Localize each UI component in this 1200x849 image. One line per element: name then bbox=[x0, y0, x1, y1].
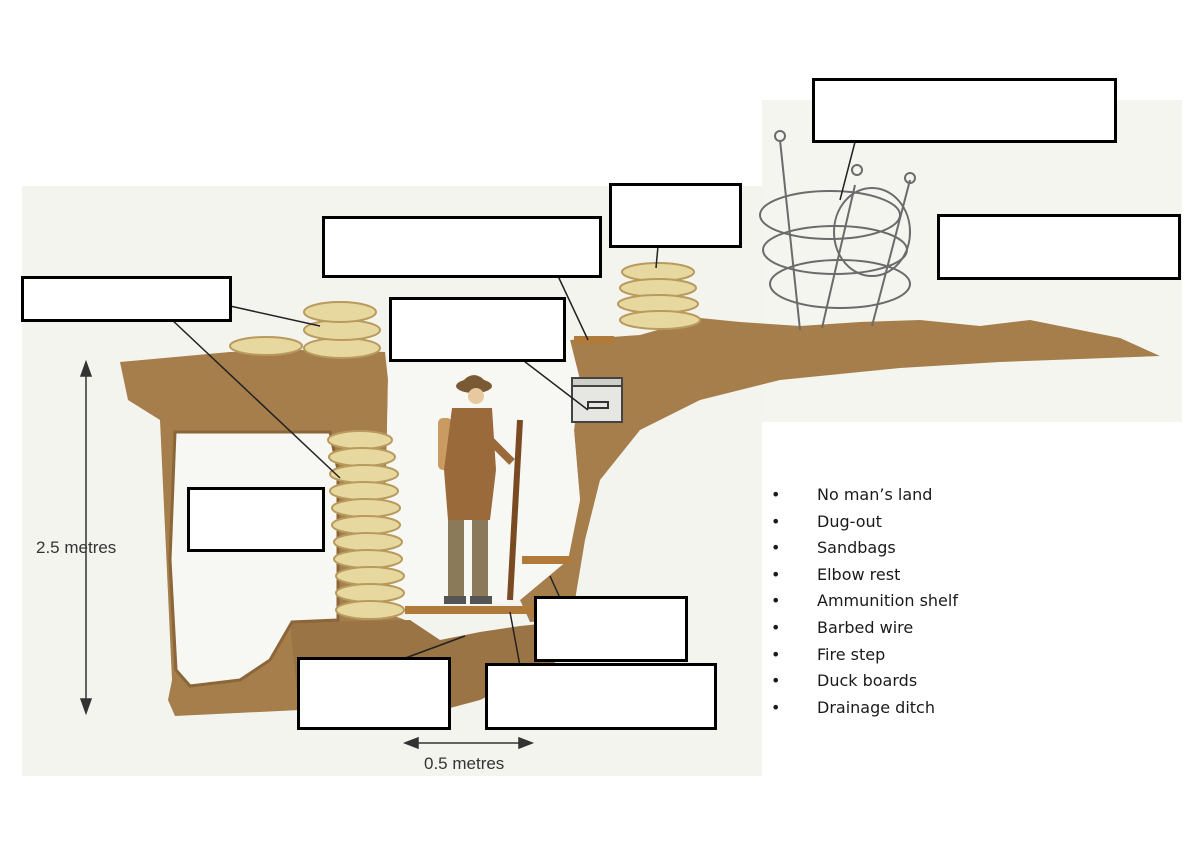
ground-earth-right bbox=[520, 318, 1160, 622]
label-box-2[interactable] bbox=[609, 183, 742, 248]
word-bank-item: • Barbed wire bbox=[768, 617, 958, 644]
soldier-figure bbox=[438, 375, 523, 604]
word-bank-item: • Duck boards bbox=[768, 670, 958, 697]
bullet-icon: • bbox=[771, 591, 781, 611]
label-box-6[interactable] bbox=[389, 297, 566, 362]
elbow-rest bbox=[574, 336, 614, 344]
width-dimension-arrow bbox=[402, 736, 535, 750]
sandbags-left-parapet bbox=[229, 301, 381, 359]
barbed-wire bbox=[759, 130, 916, 331]
word-bank-item: • Dug-out bbox=[768, 511, 958, 538]
fire-step bbox=[522, 556, 572, 564]
bullet-icon: • bbox=[771, 671, 781, 691]
word-bank-term: Barbed wire bbox=[817, 617, 914, 637]
sandbags-right-parados bbox=[617, 262, 701, 330]
word-bank-term: Elbow rest bbox=[817, 564, 901, 584]
leader-lines bbox=[169, 141, 856, 667]
bullet-icon: • bbox=[771, 485, 781, 504]
bullet-icon: • bbox=[771, 511, 781, 531]
label-box-1[interactable] bbox=[812, 78, 1117, 143]
word-bank-term: Drainage ditch bbox=[817, 697, 935, 717]
ammunition-box bbox=[571, 377, 623, 423]
word-bank-term: Duck boards bbox=[817, 671, 918, 691]
duck-boards bbox=[405, 606, 535, 614]
label-box-3[interactable] bbox=[322, 216, 602, 278]
word-bank-term: Sandbags bbox=[817, 538, 896, 558]
word-bank-item: • No man’s land bbox=[768, 484, 958, 511]
bullet-icon: • bbox=[771, 617, 781, 637]
bullet-icon: • bbox=[771, 644, 781, 664]
word-bank-term: Dug-out bbox=[817, 511, 882, 531]
label-box-4[interactable] bbox=[937, 214, 1181, 280]
sandbags-wall bbox=[327, 430, 405, 620]
word-bank-item: • Fire step bbox=[768, 644, 958, 671]
word-bank-item: • Elbow rest bbox=[768, 564, 958, 591]
word-bank-item: • Drainage ditch bbox=[768, 697, 958, 724]
word-bank-list: • No man’s land • Dug-out • Sandbags • Elbow… bbox=[768, 484, 958, 723]
label-box-8[interactable] bbox=[534, 596, 688, 662]
height-dimension-label: 2.5 metres bbox=[36, 538, 117, 557]
height-dimension-arrow bbox=[79, 359, 93, 716]
word-bank-item: • Ammunition shelf bbox=[768, 590, 958, 617]
bullet-icon: • bbox=[771, 538, 781, 558]
width-dimension-label: 0.5 metres bbox=[424, 754, 505, 773]
word-bank-term: Ammunition shelf bbox=[817, 591, 958, 611]
word-bank-term: Fire step bbox=[817, 644, 886, 664]
word-bank-item: • Sandbags bbox=[768, 537, 958, 564]
bullet-icon: • bbox=[771, 697, 781, 717]
label-box-9[interactable] bbox=[297, 657, 451, 730]
word-bank-term: No man’s land bbox=[817, 485, 933, 504]
label-box-5[interactable] bbox=[21, 276, 232, 322]
label-box-10[interactable] bbox=[485, 663, 717, 730]
label-box-7[interactable] bbox=[187, 487, 325, 552]
bullet-icon: • bbox=[771, 564, 781, 584]
